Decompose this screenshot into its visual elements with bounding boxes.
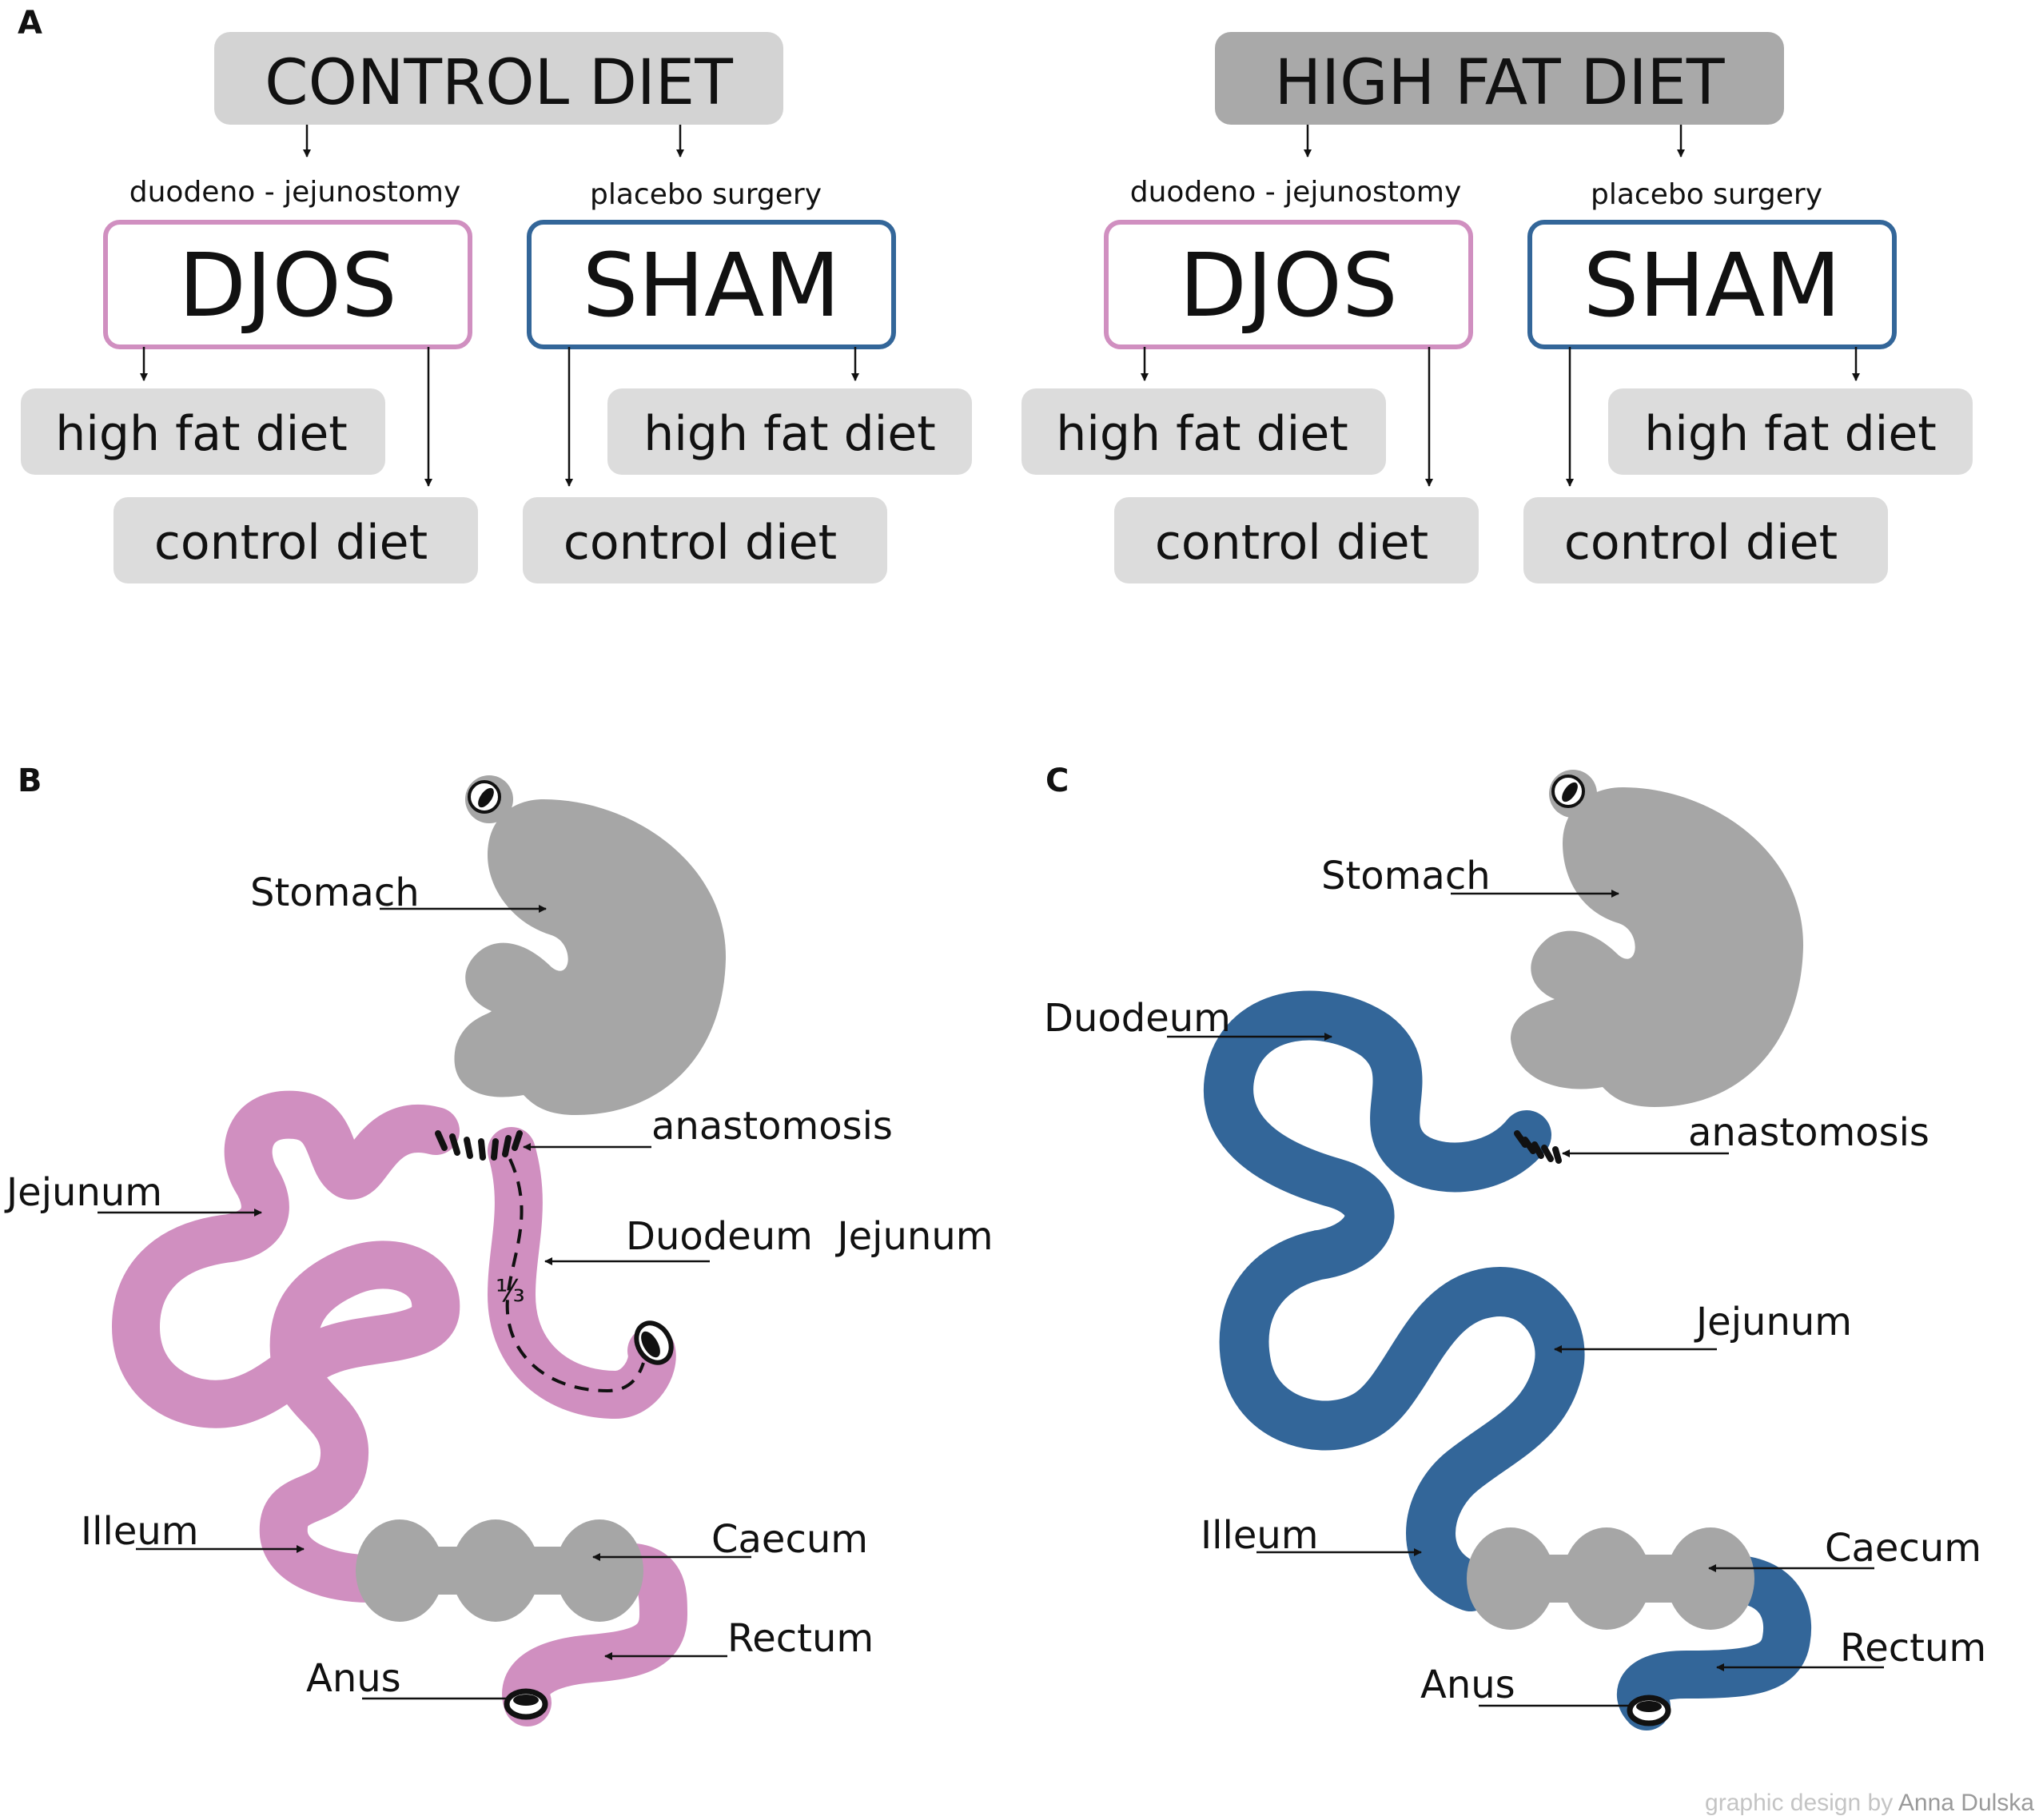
sham-label: SHAM: [583, 234, 841, 337]
intestine-tube: [1203, 990, 1585, 1611]
hfd-header: HIGH FAT DIET: [1275, 47, 1725, 119]
fraction-label: ⅓: [496, 1273, 525, 1308]
jejunum-label: Jejunum: [1694, 1300, 1852, 1344]
anastomosis-label: anastomosis: [651, 1104, 893, 1149]
jejunum-tube: [112, 1090, 460, 1603]
sham-hfd-label: high fat diet: [643, 406, 936, 462]
anastomosis-marks: [1514, 1130, 1562, 1164]
sham-label: SHAM: [1583, 234, 1842, 337]
duodenum-label: Duodeum: [1044, 996, 1231, 1041]
control-diet-header-box: [214, 32, 783, 125]
djos-label: DJOS: [178, 234, 397, 337]
djos-label: DJOS: [1179, 234, 1398, 337]
stomach-shape: [454, 775, 727, 1115]
anastomosis-label: anastomosis: [1688, 1110, 1929, 1155]
caecum-label: Caecum: [711, 1517, 868, 1562]
djos-box: [103, 220, 472, 349]
rectum-tube: [502, 1543, 688, 1726]
djos-caption: duodeno - jejunostomy: [129, 176, 461, 209]
sham-hfd-label: high fat diet: [1644, 406, 1937, 462]
credit-author: Anna Dulska: [1898, 1790, 2034, 1816]
sham-caption: placebo surgery: [590, 178, 822, 211]
sham-cd-box: [1523, 497, 1888, 583]
group-control-diet: CONTROL DIET duodeno - jejunostomy DJOS …: [21, 32, 972, 583]
panel-a-label: A: [18, 5, 42, 42]
stomach-shape: [1511, 770, 1804, 1107]
stomach-label: Stomach: [250, 870, 420, 915]
sham-box: [527, 220, 896, 349]
rectum-tube: [1616, 1555, 1812, 1730]
djos-hfd-box: [1021, 388, 1386, 475]
panel-b-label: B: [18, 763, 42, 799]
anus-label: Anus: [306, 1656, 401, 1701]
panel-b: B ⅓: [4, 763, 994, 1726]
credit-text: graphic design by Anna Dulska: [1705, 1790, 2034, 1816]
sham-hfd-box: [1608, 388, 1973, 475]
ileum-label: Illeum: [81, 1509, 199, 1554]
djos-hfd-box: [21, 388, 385, 475]
control-diet-header: CONTROL DIET: [265, 47, 733, 119]
group-high-fat-diet: HIGH FAT DIET duodeno - jejunostomy DJOS…: [1021, 32, 1973, 583]
sham-cd-box: [523, 497, 887, 583]
duodenum-jejunum-label: Duodeum Jejunum: [626, 1214, 994, 1259]
djos-hfd-label: high fat diet: [1056, 406, 1348, 462]
jejunum-label: Jejunum: [4, 1170, 162, 1215]
caecum-label: Caecum: [1825, 1526, 1981, 1571]
sham-hfd-box: [607, 388, 972, 475]
rectum-label: Rectum: [727, 1616, 874, 1661]
anus-label: Anus: [1420, 1663, 1515, 1707]
djos-caption: duodeno - jejunostomy: [1130, 176, 1462, 209]
sham-caption: placebo surgery: [1591, 178, 1822, 211]
djos-box: [1104, 220, 1473, 349]
panel-c: C Stomach Duodeum: [1044, 763, 1986, 1730]
panel-c-label: C: [1045, 763, 1069, 799]
rectum-label: Rectum: [1840, 1626, 1986, 1671]
hfd-header-box: [1215, 32, 1784, 125]
stomach-label: Stomach: [1321, 854, 1491, 898]
panel-a: A CONTROL DIET duodeno - jejunostomy DJO…: [18, 5, 1973, 583]
sham-cd-label: control diet: [1564, 515, 1838, 571]
ileum-label: Illeum: [1201, 1513, 1319, 1558]
credit-prefix: graphic design by: [1705, 1790, 1898, 1816]
sham-box: [1527, 220, 1897, 349]
djos-hfd-label: high fat diet: [55, 406, 348, 462]
djos-cd-box: [113, 497, 478, 583]
duodenum-jejunum-tube: [487, 1127, 676, 1420]
sham-cd-label: control diet: [564, 515, 837, 571]
dashed-guide: [505, 1158, 645, 1393]
caecum-shape: [1467, 1527, 1754, 1630]
djos-cd-box: [1114, 497, 1479, 583]
caecum-shape: [356, 1519, 643, 1622]
djos-cd-label: control diet: [154, 515, 428, 571]
djos-cd-label: control diet: [1155, 515, 1428, 571]
anastomosis-marks: [435, 1130, 523, 1161]
